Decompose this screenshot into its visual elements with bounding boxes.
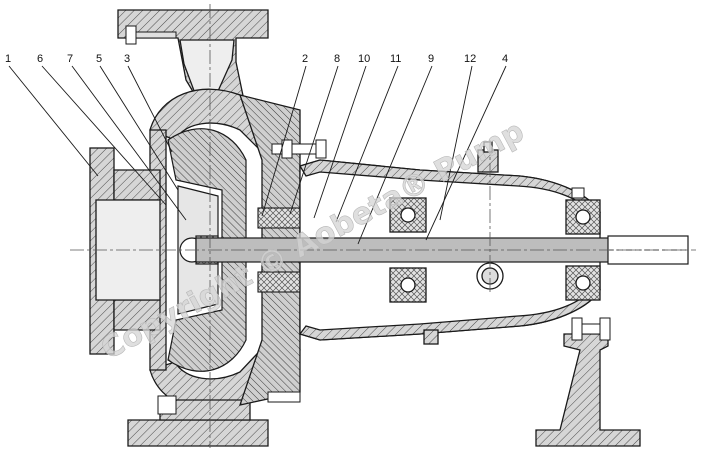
callout-2: 2 [302,53,308,65]
callout-11: 11 [390,53,401,65]
callout-5: 5 [96,53,102,65]
callout-6: 6 [37,53,43,65]
callout-9: 9 [428,53,434,65]
bolts [125,25,611,415]
callout-3: 3 [124,53,130,65]
callout-labels: 1 6 7 5 3 2 8 10 11 9 12 4 [5,53,508,65]
callout-8: 8 [334,53,340,65]
callout-12: 12 [464,53,476,65]
center-lines [70,4,696,448]
leader-lines [8,65,507,245]
callout-4: 4 [502,53,508,65]
callout-7: 7 [67,53,73,65]
callout-10: 10 [358,53,370,65]
callout-1: 1 [5,53,11,65]
support-foot [535,333,641,447]
